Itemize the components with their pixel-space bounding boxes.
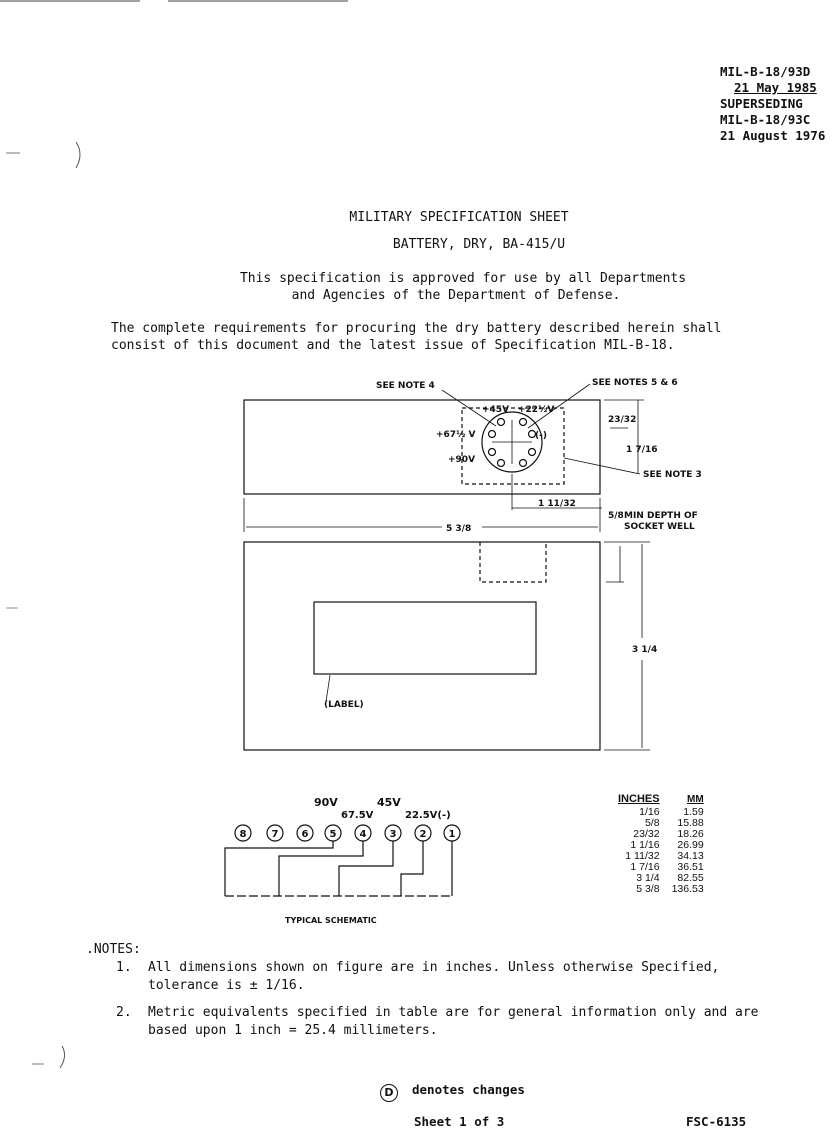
inches-cell: 1 1/16 <box>630 839 660 851</box>
label-box <box>313 601 537 675</box>
spec-header: MIL-B-18/93D 21 May 1985 SUPERSEDING MIL… <box>720 64 825 144</box>
see-note-4-label: SEE NOTE 4 <box>376 381 435 391</box>
contact-67v-label: +67½ V <box>436 429 476 440</box>
min-depth-label-1: MIN DEPTH OF <box>624 511 698 521</box>
inches-cell: 5 3/8 <box>636 883 660 895</box>
schematic-90v-label: 90V <box>314 796 338 809</box>
top-rule <box>0 0 348 2</box>
dim-23-32-label: 23/32 <box>608 415 636 425</box>
conversion-row: 23/32 18.26 <box>616 829 706 840</box>
inches-cell: 3 1/4 <box>636 872 660 884</box>
label-callout: (LABEL) <box>324 700 364 710</box>
approval-line-1: This specification is approved for use b… <box>239 271 687 286</box>
approval-line-2: and Agencies of the Department of Defens… <box>291 288 621 303</box>
typical-schematic: 90V 45V 67.5V 22.5V(-) TYPICAL SCHEMATIC… <box>224 796 461 925</box>
superseding-label: SUPERSEDING <box>720 96 803 111</box>
contact-90v-label: +90V <box>448 455 475 465</box>
conversion-row: 5 3/8 136.53 <box>616 884 706 895</box>
mm-cell: 34.13 <box>677 850 704 862</box>
fsc-code: FSC-6135 <box>686 1114 747 1129</box>
terminal-2: 2 <box>420 829 427 840</box>
see-notes-5-6-label: SEE NOTES 5 & 6 <box>592 378 678 388</box>
requirements-line-1: The complete requirements for procuring … <box>111 321 722 336</box>
dim-1-11-32-label: 1 11/32 <box>538 499 576 509</box>
schematic-45v-label: 45V <box>377 796 401 809</box>
dim-5-3-8-label: 5 3/8 <box>446 524 471 534</box>
terminal-1: 1 <box>449 829 456 840</box>
see-note-3-label: SEE NOTE 3 <box>643 470 702 480</box>
changes-symbol: D <box>380 1081 398 1102</box>
front-view-outline <box>243 541 601 751</box>
note-2-line-2: based upon 1 inch = 25.4 millimeters. <box>148 1023 438 1038</box>
superseded-number: MIL-B-18/93C <box>720 112 811 127</box>
inches-header: INCHES <box>618 793 660 805</box>
conversion-row: 1 7/16 36.51 <box>616 862 706 873</box>
requirements-line-2: consist of this document and the latest … <box>111 338 675 353</box>
inches-cell: 1/16 <box>639 806 660 818</box>
mm-header: MM <box>687 794 704 805</box>
dim-1-7-16-label: 1 7/16 <box>626 445 657 455</box>
conversion-row: 5/8 15.88 <box>616 818 706 829</box>
terminal-8: 8 <box>240 829 247 840</box>
note-1-line-1: All dimensions shown on figure are in in… <box>148 960 720 975</box>
terminal-7: 7 <box>272 829 279 840</box>
schematic-22v-label: 22.5V(-) <box>405 810 451 821</box>
terminal-4: 4 <box>360 829 367 840</box>
inches-cell: 1 11/32 <box>625 850 660 862</box>
conversion-row: 1 11/32 34.13 <box>616 851 706 862</box>
spec-date: 21 May 1985 <box>734 80 817 95</box>
mm-cell: 15.88 <box>677 817 704 829</box>
conversion-row: 1 1/16 26.99 <box>616 840 706 851</box>
changes-d-icon: D <box>380 1084 398 1102</box>
socket-circle <box>481 411 543 473</box>
inches-cell: 5/8 <box>644 817 660 829</box>
dim-3-1-4-label: 3 1/4 <box>632 645 657 655</box>
battery-drawing: SEE NOTE 4 SEE NOTES 5 & 6 +45V +22½V (-… <box>243 378 702 751</box>
note-1-number: 1. <box>116 960 132 975</box>
mm-cell: 36.51 <box>677 861 704 873</box>
binder-mark-3 <box>32 1045 66 1069</box>
superseded-date: 21 August 1976 <box>720 128 826 143</box>
binder-mark-2 <box>6 607 18 609</box>
mm-cell: 1.59 <box>683 806 704 818</box>
contact-negative-label: (-) <box>535 431 547 441</box>
top-view-outline <box>243 399 601 495</box>
min-depth-label-2: SOCKET WELL <box>624 522 695 532</box>
note-2-line-1: Metric equivalents specified in table ar… <box>148 1005 759 1020</box>
mm-cell: 18.26 <box>677 828 704 840</box>
sheet-number: Sheet 1 of 3 <box>414 1114 505 1129</box>
contact-45v-label: +45V <box>482 405 509 415</box>
binder-marks <box>6 141 81 169</box>
notes-heading: .NOTES: <box>86 942 141 957</box>
inches-cell: 1 7/16 <box>630 861 660 873</box>
document-title: MILITARY SPECIFICATION SHEET <box>349 210 569 225</box>
conversion-row: 1/16 1.59 <box>616 807 706 818</box>
contact-22v-label: +22½V <box>518 404 554 415</box>
note-1-line-2: tolerance is ± 1/16. <box>148 978 305 993</box>
conversion-row: 3 1/4 82.55 <box>616 873 706 884</box>
schematic-caption: TYPICAL SCHEMATIC <box>285 916 377 925</box>
terminal-3: 3 <box>390 829 397 840</box>
terminal-6: 6 <box>302 829 309 840</box>
mm-cell: 136.53 <box>671 883 704 895</box>
mm-cell: 26.99 <box>677 839 704 851</box>
note-2-number: 2. <box>116 1005 132 1020</box>
mm-cell: 82.55 <box>677 872 704 884</box>
inches-cell: 23/32 <box>633 828 660 840</box>
terminal-5: 5 <box>330 829 337 840</box>
changes-text: denotes changes <box>412 1082 525 1097</box>
dim-5-8-label: 5/8 <box>608 511 624 521</box>
socket-well-dashed <box>461 407 565 485</box>
schematic-67v-label: 67.5V <box>341 810 374 821</box>
document-subtitle: BATTERY, DRY, BA-415/U <box>392 237 566 252</box>
spec-number: MIL-B-18/93D <box>720 64 811 79</box>
